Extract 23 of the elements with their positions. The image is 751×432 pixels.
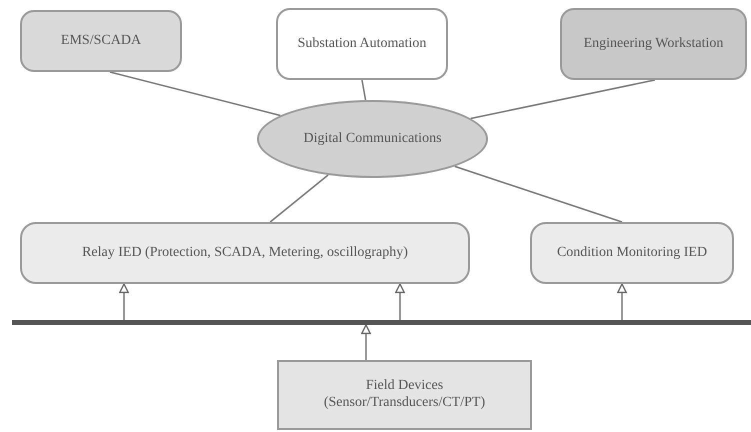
node-label: Condition Monitoring IED xyxy=(556,244,708,262)
arrow xyxy=(395,283,405,320)
process-box xyxy=(20,222,470,284)
arrow xyxy=(617,283,627,320)
arrow xyxy=(119,283,129,320)
node-label: Digital Communications xyxy=(303,130,442,148)
process-box xyxy=(277,360,532,430)
connector-line xyxy=(361,80,366,100)
arrow xyxy=(361,324,371,360)
process-box xyxy=(20,10,182,72)
node-label: EMS/SCADA xyxy=(60,32,142,50)
connector-line xyxy=(454,166,622,223)
node-label: Field Devices (Sensor/Transducers/CT/PT) xyxy=(322,378,486,412)
process-box xyxy=(276,8,448,80)
bus-bar xyxy=(12,320,751,325)
node-label: Relay IED (Protection, SCADA, Metering, oscillography) xyxy=(82,244,408,262)
connector-line xyxy=(470,79,655,120)
node-label: Engineering Workstation xyxy=(584,36,724,52)
process-box xyxy=(560,8,747,80)
connector-line xyxy=(270,174,329,223)
process-box xyxy=(530,222,734,284)
node-label: Substation Automation xyxy=(298,36,426,52)
connector-line xyxy=(110,71,281,116)
